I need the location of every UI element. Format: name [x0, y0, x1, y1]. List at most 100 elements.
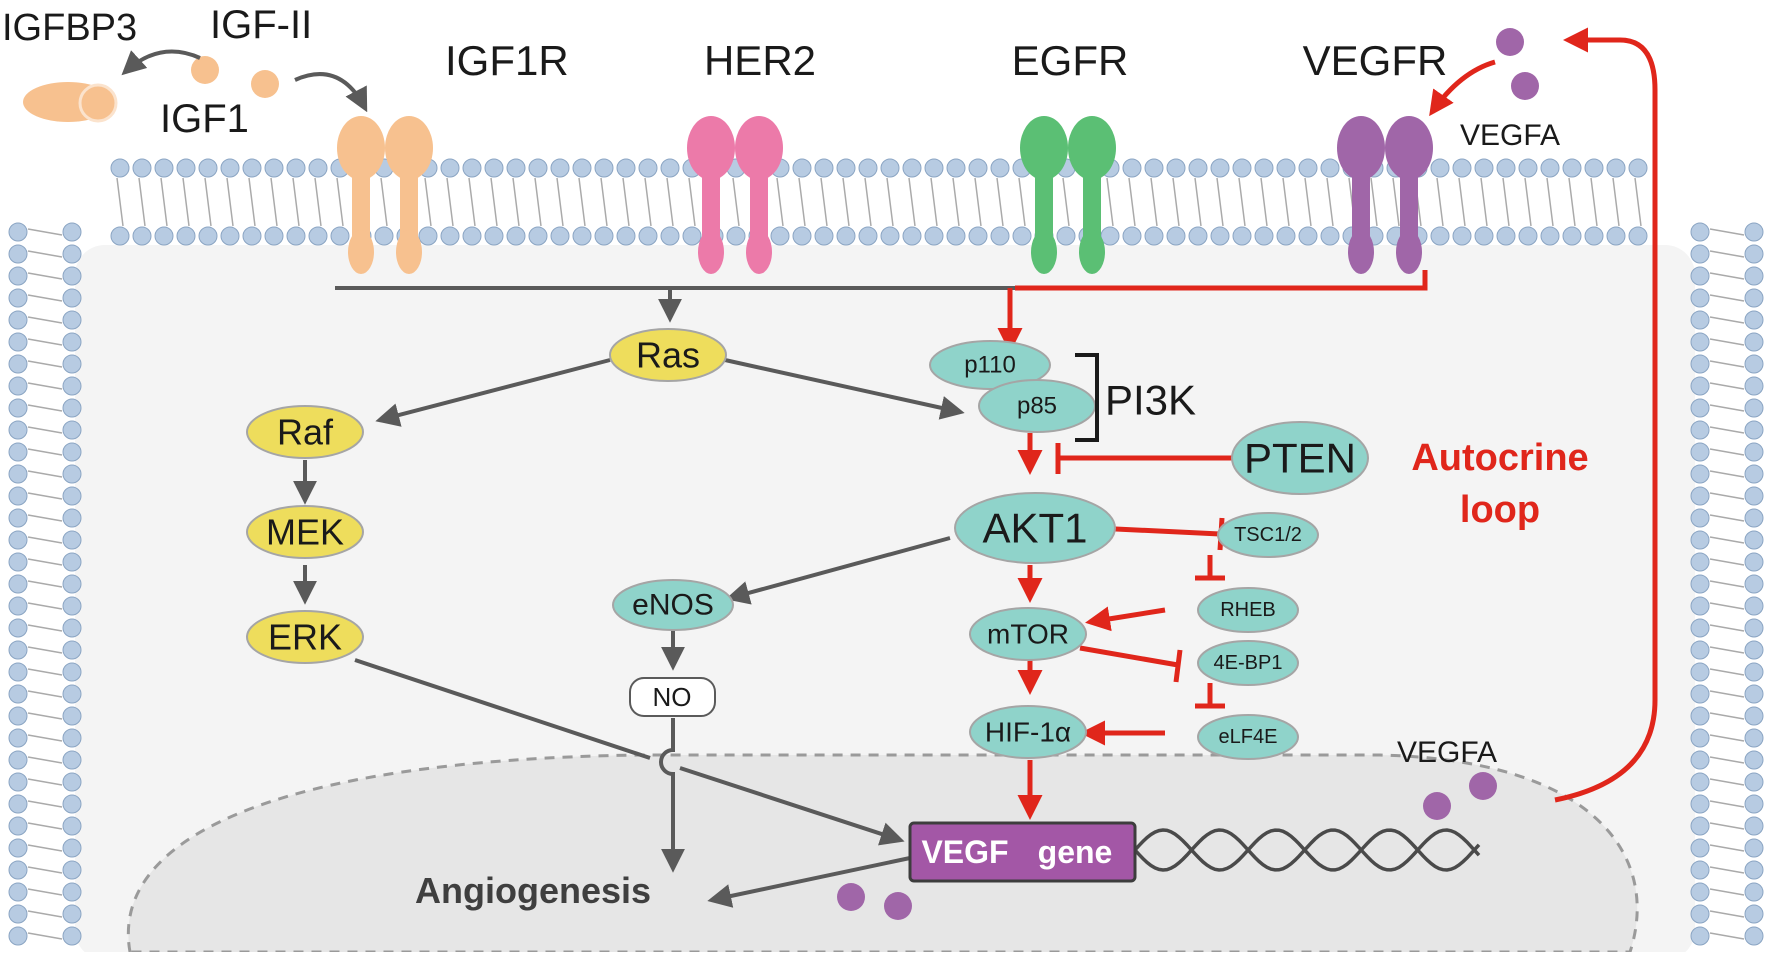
node-4ebp1	[1197, 640, 1299, 686]
membrane-lipid-tail	[644, 177, 652, 227]
membrane-lipid-tail	[314, 177, 322, 227]
membrane-lipid-tail	[27, 338, 63, 346]
node-rheb-label: RHEB	[1220, 599, 1276, 621]
membrane-bead	[880, 158, 900, 178]
membrane-lipid-tail	[424, 177, 432, 227]
membrane-lipid-tail	[1709, 712, 1745, 720]
membrane-bead	[62, 926, 82, 946]
membrane-bead	[1690, 354, 1710, 374]
label-vegfa-top: VEGFA	[1460, 119, 1560, 152]
membrane-lipid-tail	[1709, 756, 1745, 764]
membrane-lipid-tail	[27, 822, 63, 830]
membrane-lipid-tail	[27, 866, 63, 874]
membrane-lipid-tail	[1524, 177, 1532, 227]
membrane-bead	[1690, 398, 1710, 418]
membrane-bead	[1690, 574, 1710, 594]
membrane-bead	[1744, 684, 1764, 704]
membrane-bead	[462, 158, 482, 178]
membrane-lipid-tail	[27, 536, 63, 544]
membrane-lipid-tail	[1709, 624, 1745, 632]
membrane-bead	[1690, 706, 1710, 726]
membrane-lipid-tail	[27, 382, 63, 390]
membrane-bead	[220, 226, 240, 246]
membrane-bead	[1744, 266, 1764, 286]
membrane-bead	[8, 552, 28, 572]
membrane-bead	[62, 266, 82, 286]
membrane-bead	[62, 332, 82, 352]
membrane-bead	[814, 158, 834, 178]
membrane-bead	[1690, 222, 1710, 242]
membrane-bead	[572, 158, 592, 178]
label-vegfa-nucleus: VEGFA	[1397, 736, 1497, 769]
membrane-bead	[418, 226, 438, 246]
receptor-her2-transmembrane	[750, 170, 768, 250]
membrane-bead	[1012, 226, 1032, 246]
membrane-bead	[1690, 926, 1710, 946]
membrane-bead	[968, 158, 988, 178]
receptor-vegfr-kinase-domain	[1396, 230, 1422, 274]
membrane-bead	[902, 226, 922, 246]
membrane-lipid-tail	[1709, 822, 1745, 830]
membrane-bead	[62, 662, 82, 682]
membrane-bead	[62, 596, 82, 616]
membrane-bead	[440, 158, 460, 178]
membrane-lipid-tail	[292, 177, 300, 227]
membrane-bead	[62, 552, 82, 572]
membrane-lipid-tail	[1304, 177, 1312, 227]
membrane-lipid-tail	[1326, 177, 1334, 227]
label-igf1r: IGF1R	[445, 37, 569, 84]
membrane-bead	[1122, 158, 1142, 178]
membrane-bead	[8, 816, 28, 836]
membrane-bead	[1166, 226, 1186, 246]
membrane-bead	[1690, 332, 1710, 352]
membrane-bead	[8, 706, 28, 726]
node-hif-label: HIF-1α	[985, 717, 1071, 748]
node-enos	[612, 579, 734, 631]
membrane-bead	[638, 158, 658, 178]
membrane-bead	[770, 226, 790, 246]
membrane-bead	[1744, 926, 1764, 946]
node-akt1-label: AKT1	[982, 505, 1087, 552]
membrane-lipid-tail	[1709, 800, 1745, 808]
membrane-bead	[1744, 376, 1764, 396]
node-mek	[246, 505, 364, 559]
membrane-bead	[1144, 158, 1164, 178]
membrane-lipid-tail	[1709, 492, 1745, 500]
membrane-bead	[1690, 266, 1710, 286]
membrane-bead	[814, 226, 834, 246]
membrane-bead	[8, 750, 28, 770]
membrane-lipid-tail	[1709, 360, 1745, 368]
membrane-bead	[1188, 158, 1208, 178]
membrane-bead	[1690, 838, 1710, 858]
membrane-lipid-tail	[1128, 177, 1136, 227]
membrane-bead	[902, 158, 922, 178]
edge-erk-vegf-1	[354, 658, 651, 760]
membrane-bead	[286, 226, 306, 246]
membrane-lipid-tail	[27, 602, 63, 610]
membrane-bead	[1210, 226, 1230, 246]
receptor-egfr-transmembrane	[1035, 170, 1053, 250]
membrane-bead	[1690, 904, 1710, 924]
membrane-lipid-tail	[1568, 177, 1576, 227]
membrane-bead	[62, 288, 82, 308]
membrane-bead	[8, 684, 28, 704]
node-tsc	[1217, 512, 1319, 558]
membrane-lipid-tail	[336, 177, 344, 227]
vegfa-molecule-bottom-1	[837, 883, 865, 911]
membrane-bead	[1298, 158, 1318, 178]
membrane-lipid-tail	[798, 177, 806, 227]
membrane-bead	[62, 508, 82, 528]
membrane-lipid-tail	[27, 580, 63, 588]
membrane-bead	[1690, 640, 1710, 660]
arrow-igf-to-igf1r	[294, 72, 368, 113]
membrane-lipid-tail	[688, 177, 696, 227]
membrane-bead	[110, 158, 130, 178]
vegf-gene-label-gene: gene	[1038, 834, 1113, 870]
membrane-bead	[528, 226, 548, 246]
membrane-lipid-tail	[204, 177, 212, 227]
receptor-egfr-kinase-domain	[1031, 230, 1057, 274]
membrane-bead	[8, 244, 28, 264]
label-igfbp3: IGFBP3	[2, 7, 137, 49]
igf1-molecule	[251, 70, 279, 98]
vegf-gene-box	[908, 821, 1137, 883]
